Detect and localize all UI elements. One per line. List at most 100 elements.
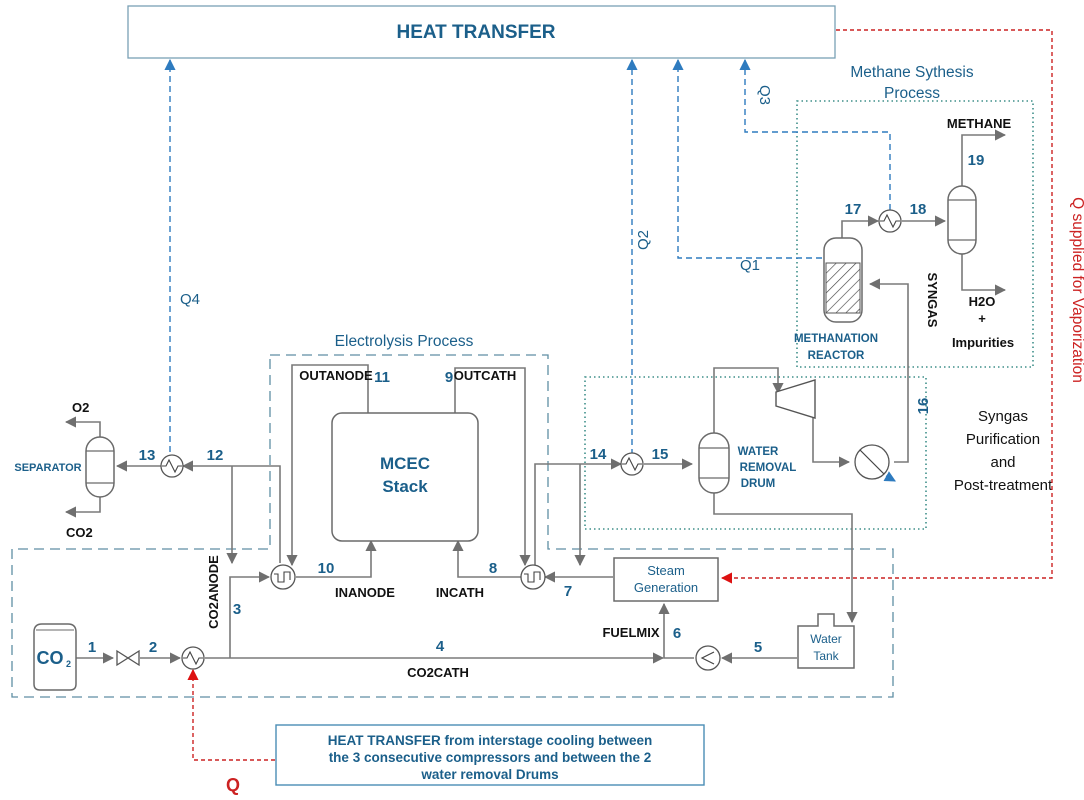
stream-number-11: 11 bbox=[374, 369, 390, 386]
co2-label: CO2 bbox=[66, 525, 93, 540]
methane-heat-exchanger bbox=[878, 209, 902, 233]
heat-transfer-title: HEAT TRANSFER bbox=[396, 22, 555, 43]
co2anode-label: CO2ANODE bbox=[206, 555, 221, 629]
mcec-stack-label-2: Stack bbox=[382, 477, 428, 496]
note-line-1: HEAT TRANSFER from interstage cooling be… bbox=[328, 733, 653, 748]
co2-tank-label: CO bbox=[37, 648, 64, 668]
q-label: Q bbox=[226, 775, 240, 795]
compressor bbox=[775, 379, 816, 419]
interstage-note-box bbox=[275, 724, 705, 786]
water-removal-label-3: DRUM bbox=[741, 478, 776, 490]
steam-generation-label-2: Generation bbox=[634, 580, 698, 595]
water-removal-label-2: REMOVAL bbox=[740, 462, 797, 474]
note-line-2: the 3 consecutive compressors and betwee… bbox=[329, 750, 652, 765]
stream-12-pipe bbox=[181, 460, 281, 563]
drum-to-compressor bbox=[713, 367, 784, 436]
co2-tank-subscript: 2 bbox=[66, 659, 71, 669]
stream-14-pipe bbox=[534, 458, 623, 565]
water-removal-label-1: WATER bbox=[738, 446, 779, 458]
syngas-title-4: Post-treatment bbox=[954, 477, 1053, 494]
syngas-purification-boundary bbox=[584, 376, 927, 530]
stream-number-6: 6 bbox=[673, 625, 681, 642]
stream-16-pipe bbox=[868, 278, 909, 463]
inanode-label: INANODE bbox=[335, 585, 395, 600]
co2cath-label: CO2CATH bbox=[407, 665, 469, 680]
separator-label: SEPARATOR bbox=[14, 462, 81, 474]
stream-number-8: 8 bbox=[489, 560, 497, 577]
methanation-label-2: REACTOR bbox=[808, 350, 865, 362]
co2-outlet bbox=[64, 493, 101, 518]
water-tank bbox=[797, 613, 855, 669]
h2o-label: H2O bbox=[969, 294, 996, 309]
stream-8-pipe bbox=[452, 539, 522, 578]
stream-number-3: 3 bbox=[233, 601, 241, 618]
stream-10-pipe bbox=[296, 539, 377, 578]
water-pump bbox=[695, 645, 721, 671]
outanode-label: OUTANODE bbox=[299, 368, 373, 383]
stream-number-4: 4 bbox=[436, 638, 445, 655]
stream-number-9: 9 bbox=[445, 369, 453, 386]
syngas-title-3: and bbox=[990, 454, 1015, 471]
separator-heat-exchanger bbox=[160, 454, 184, 478]
mcec-stack bbox=[331, 412, 479, 542]
q3-label: Q3 bbox=[756, 85, 773, 105]
co2-heat-exchanger bbox=[181, 646, 205, 670]
anode-heat-exchanger bbox=[270, 564, 296, 590]
steam-generation-box bbox=[613, 557, 719, 602]
methane-synthesis-boundary bbox=[796, 100, 1034, 368]
incath-label: INCATH bbox=[436, 585, 484, 600]
water-tank-label-1: Water bbox=[810, 632, 842, 646]
co2-tank bbox=[33, 623, 77, 691]
stream-number-7: 7 bbox=[564, 583, 572, 600]
heat-transfer-box bbox=[127, 5, 836, 59]
stream-number-19: 19 bbox=[968, 152, 985, 169]
stream-number-12: 12 bbox=[207, 447, 224, 464]
electrolysis-title: Electrolysis Process bbox=[335, 333, 474, 350]
stream-number-14: 14 bbox=[590, 446, 607, 463]
methane-synthesis-title-2: Process bbox=[884, 85, 940, 102]
h2o-outlet bbox=[961, 252, 1007, 296]
o2-label: O2 bbox=[72, 400, 89, 415]
methane-synthesis-title-1: Methane Sythesis bbox=[850, 64, 973, 81]
methane-label: METHANE bbox=[947, 116, 1012, 131]
stream-19-pipe bbox=[961, 129, 1007, 189]
q-interstage-heat-line bbox=[187, 668, 275, 761]
vaporization-heat-line bbox=[720, 29, 1053, 584]
water-tank-label-2: Tank bbox=[813, 649, 839, 663]
fuelmix-label: FUELMIX bbox=[602, 625, 659, 640]
outcath-label: OUTCATH bbox=[454, 368, 517, 383]
syngas-cooler bbox=[854, 444, 896, 482]
q1-heat-line bbox=[672, 58, 842, 259]
steam-generation-label-1: Steam bbox=[647, 563, 685, 578]
plus-label: + bbox=[978, 311, 986, 326]
stream-number-2: 2 bbox=[149, 639, 157, 656]
stream-number-15: 15 bbox=[652, 446, 669, 463]
stream-6-pipe bbox=[658, 602, 694, 659]
methane-separator bbox=[947, 185, 977, 255]
stream-11-pipe bbox=[286, 364, 369, 567]
stream-number-1: 1 bbox=[88, 639, 96, 656]
syngas-title-2: Purification bbox=[966, 431, 1040, 448]
drum-to-water-tank bbox=[713, 490, 858, 624]
methanation-label-1: METHANATION bbox=[794, 333, 878, 345]
q1-label: Q1 bbox=[740, 257, 760, 274]
cathode-heat-exchanger bbox=[520, 564, 546, 590]
electrolysis-boundary bbox=[11, 354, 894, 698]
stream-number-5: 5 bbox=[754, 639, 762, 656]
mcec-stack-label-1: MCEC bbox=[380, 454, 430, 473]
syngas-label: SYNGAS bbox=[925, 273, 940, 328]
water-removal-drum bbox=[698, 432, 730, 494]
stream-17-pipe bbox=[841, 215, 880, 240]
compressor-to-cooler bbox=[812, 413, 851, 468]
stream-number-16: 16 bbox=[915, 398, 932, 415]
separator-vessel bbox=[85, 436, 115, 498]
control-valve bbox=[116, 649, 140, 667]
q3-heat-line bbox=[739, 58, 891, 210]
q2-label: Q2 bbox=[635, 230, 652, 250]
syngas-heat-exchanger bbox=[620, 452, 644, 476]
q-vaporization-label: Q supplied for Vaporization bbox=[1069, 197, 1084, 383]
q4-label: Q4 bbox=[180, 291, 200, 308]
